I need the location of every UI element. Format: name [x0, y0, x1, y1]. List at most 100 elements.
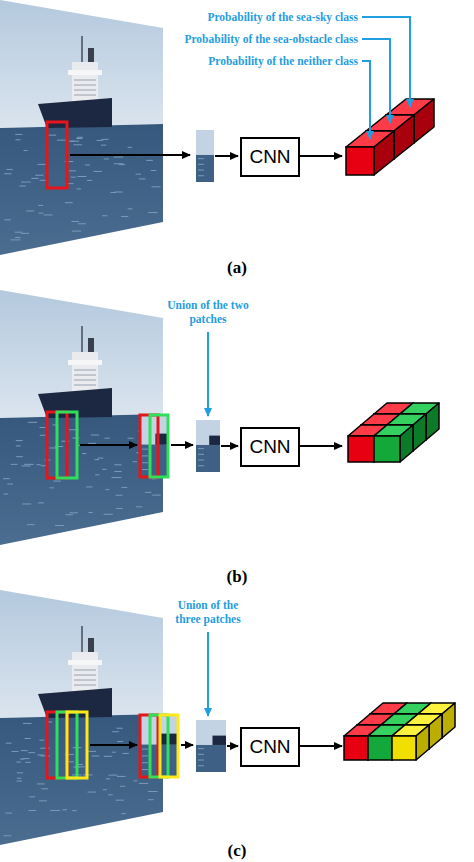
- wave-stroke: [198, 158, 204, 159]
- flow-arrow: [181, 744, 193, 746]
- class-callout: Probability of the neither class: [60, 54, 358, 68]
- cube-side-face: [400, 425, 413, 462]
- wave-stroke: [142, 449, 148, 450]
- ship-window-row: [74, 80, 96, 81]
- wave-stroke: [88, 792, 96, 793]
- wave-stroke: [55, 525, 64, 526]
- wave-stroke: [117, 741, 123, 742]
- wave-stroke: [57, 140, 66, 141]
- cube-side-face: [429, 714, 442, 749]
- wave-stroke: [27, 524, 35, 525]
- union-callout: Union of the three patches: [166, 598, 250, 626]
- patch-sea: [196, 445, 220, 472]
- wave-stroke: [77, 176, 86, 177]
- panel-label: (b): [207, 567, 267, 587]
- wave-stroke: [7, 484, 13, 485]
- ship-window-row: [74, 90, 96, 91]
- wave-stroke: [108, 794, 113, 795]
- wave-stroke: [198, 460, 204, 461]
- patch-sky: [140, 415, 168, 445]
- ship-funnel: [88, 638, 94, 652]
- wave-stroke: [133, 461, 138, 462]
- wave-stroke: [39, 740, 44, 741]
- cube-side-face: [442, 703, 455, 738]
- wave-stroke: [40, 435, 46, 436]
- union-callout: Union of the two patches: [166, 298, 250, 326]
- wave-stroke: [198, 465, 204, 466]
- flow-arrow: [90, 744, 137, 746]
- leader-line: [362, 39, 390, 123]
- box-label: CNN: [249, 436, 290, 458]
- wave-stroke: [109, 775, 118, 776]
- ship-funnel: [88, 338, 94, 352]
- wave-stroke: [114, 464, 121, 465]
- wave-stroke: [77, 188, 82, 189]
- cube-side-face: [413, 414, 426, 451]
- wave-stroke: [121, 216, 128, 217]
- box-label: CNN: [249, 736, 290, 758]
- wave-stroke: [4, 219, 11, 220]
- wave-stroke: [17, 778, 21, 779]
- wave-stroke: [69, 170, 76, 171]
- ship-mast: [81, 626, 83, 654]
- wave-stroke: [123, 753, 129, 754]
- wave-stroke: [71, 177, 77, 178]
- wave-stroke: [103, 789, 107, 790]
- flow-arrow: [80, 444, 137, 446]
- wave-stroke: [142, 455, 148, 456]
- wave-stroke: [148, 212, 157, 213]
- flow-arrow: [300, 745, 342, 747]
- cube-front-face: [344, 736, 368, 760]
- sky-area: [0, 590, 163, 718]
- leader-line: [362, 61, 370, 139]
- wave-stroke: [198, 448, 204, 449]
- wave-stroke: [16, 762, 20, 763]
- wave-stroke: [115, 191, 122, 192]
- ship-window-row: [74, 85, 96, 86]
- ship-window-row: [74, 670, 96, 671]
- wave-stroke: [21, 233, 29, 234]
- ship-window-row: [74, 375, 96, 376]
- wave-stroke: [116, 800, 124, 801]
- wave-stroke: [25, 762, 31, 763]
- flow-arrow: [300, 155, 342, 157]
- wave-stroke: [70, 512, 78, 513]
- wave-stroke: [37, 783, 45, 784]
- patch-window: [47, 122, 67, 188]
- wave-stroke: [37, 754, 43, 755]
- wave-stroke: [6, 813, 13, 814]
- ship-bridge: [68, 660, 102, 665]
- wave-stroke: [198, 760, 204, 761]
- wave-stroke: [24, 464, 34, 465]
- wave-stroke: [15, 232, 23, 233]
- wave-stroke: [142, 469, 148, 470]
- wave-stroke: [152, 478, 157, 479]
- wave-stroke: [12, 751, 19, 752]
- ship-window-row: [74, 675, 96, 676]
- wave-stroke: [89, 512, 93, 513]
- patch-sea: [140, 445, 168, 477]
- wave-stroke: [26, 210, 34, 211]
- wave-stroke: [136, 174, 141, 175]
- wave-stroke: [198, 765, 204, 766]
- wave-stroke: [25, 738, 31, 739]
- wave-stroke: [69, 141, 79, 142]
- wave-stroke: [15, 139, 20, 140]
- wave-stroke: [39, 800, 47, 801]
- process-box: CNN: [240, 137, 300, 177]
- wave-stroke: [92, 755, 100, 756]
- wave-stroke: [111, 192, 117, 193]
- wave-stroke: [76, 138, 82, 139]
- wave-stroke: [133, 780, 137, 781]
- wave-stroke: [7, 169, 13, 170]
- ship-window-row: [74, 380, 96, 381]
- wave-stroke: [40, 427, 46, 428]
- wave-stroke: [104, 514, 113, 515]
- wave-stroke: [4, 835, 12, 836]
- wave-stroke: [114, 471, 121, 472]
- cube-front-face: [346, 147, 374, 175]
- union-patch-window: [150, 415, 168, 477]
- flow-arrow: [171, 444, 193, 446]
